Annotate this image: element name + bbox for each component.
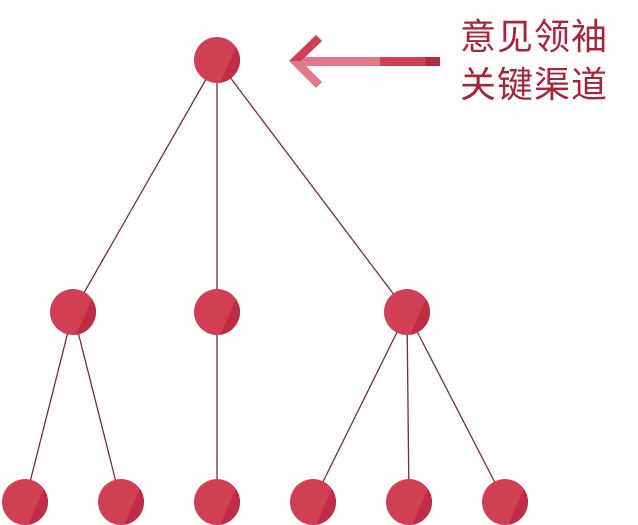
edge-m3-b6 bbox=[406, 311, 506, 503]
edge-root-m1 bbox=[72, 59, 218, 313]
label-opinion-leader: 意见领袖 bbox=[460, 17, 609, 58]
node-b2 bbox=[98, 479, 144, 525]
edge-m1-b1 bbox=[24, 311, 74, 503]
edge-m3-b4 bbox=[312, 311, 408, 503]
node-b3 bbox=[194, 479, 240, 525]
edge-m1-b2 bbox=[72, 311, 122, 503]
edges bbox=[24, 59, 506, 503]
node-b1 bbox=[2, 479, 48, 525]
edge-m3-b5 bbox=[406, 311, 410, 503]
node-root bbox=[194, 37, 240, 83]
node-b5 bbox=[386, 479, 432, 525]
arrow-left-icon bbox=[289, 35, 440, 88]
node-b6 bbox=[482, 479, 528, 525]
node-m1 bbox=[50, 289, 96, 335]
nodes bbox=[2, 37, 528, 525]
node-m2 bbox=[194, 289, 240, 335]
node-m3 bbox=[384, 289, 430, 335]
label-key-channel: 关键渠道 bbox=[460, 65, 609, 106]
edge-root-m3 bbox=[216, 59, 408, 313]
node-b4 bbox=[290, 479, 336, 525]
